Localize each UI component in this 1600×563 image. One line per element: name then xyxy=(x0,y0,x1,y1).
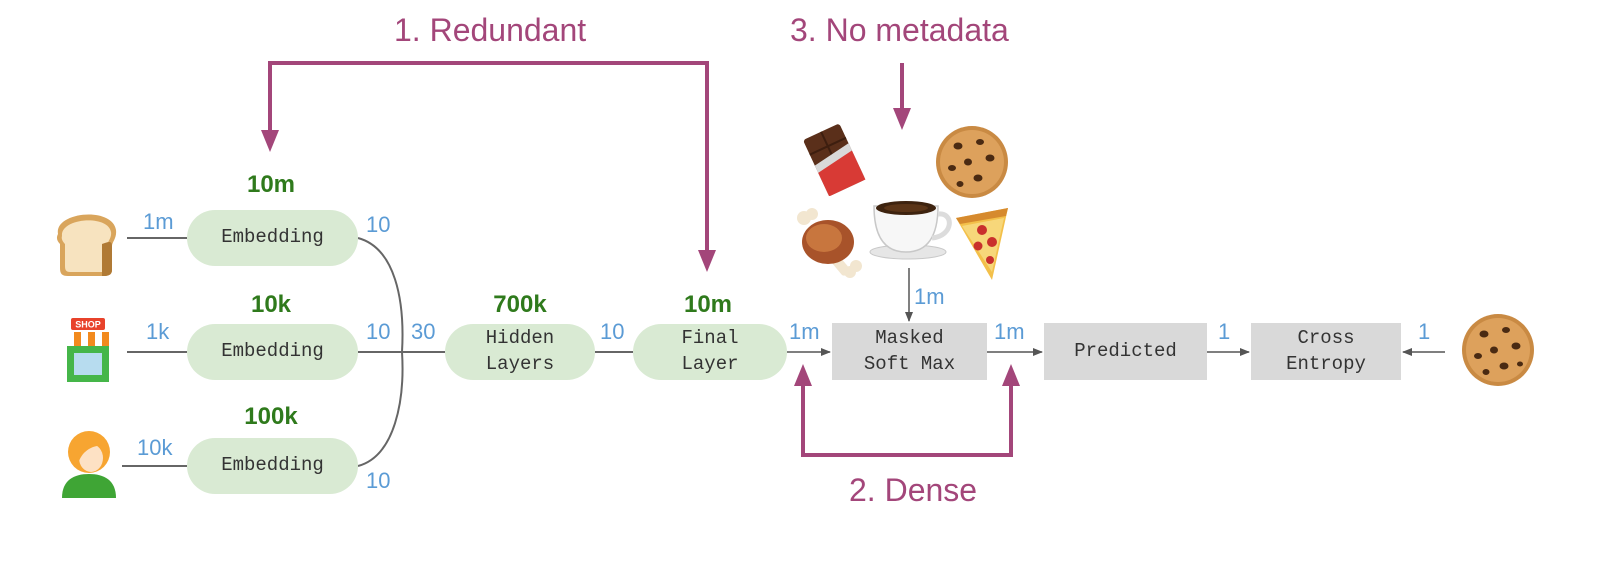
dense-arrowhead-right xyxy=(1002,364,1020,386)
hidden-output-dim-label: 10 xyxy=(600,319,625,344)
cookie-icon xyxy=(1462,314,1534,386)
candidates-dim-label: 1m xyxy=(914,284,945,309)
no-metadata-label: 3. No metadata xyxy=(790,12,1009,48)
hidden-input-dim-label: 30 xyxy=(411,319,436,344)
input-dim-label-2: 1k xyxy=(146,319,170,344)
final-param-count-label: 10m xyxy=(683,291,733,318)
final-output-dim-label: 1m xyxy=(789,319,820,344)
param-count-label-1: 10m xyxy=(246,171,296,198)
param-count-label-3: 100k xyxy=(244,403,298,430)
target-dim-label: 1 xyxy=(1418,319,1431,344)
hidden-layers-node: Hidden Layers xyxy=(445,324,595,380)
user-icon xyxy=(62,431,116,498)
output-dim-label-3: 10 xyxy=(366,468,391,493)
hidden-param-count-label: 700k xyxy=(493,291,547,318)
input-dim-label-3: 10k xyxy=(137,435,173,460)
metadata-arrowhead xyxy=(893,108,911,130)
chocolate-bar-icon xyxy=(803,124,866,196)
input-dim-label-1: 1m xyxy=(143,209,174,234)
redundant-arrowhead-right xyxy=(698,250,716,272)
predicted-output-dim-label: 1 xyxy=(1218,319,1231,344)
coffee-icon xyxy=(869,201,952,260)
redundant-arrowhead-left xyxy=(261,130,279,152)
redundant-bracket xyxy=(268,61,709,250)
embedding-node-3: Embedding xyxy=(187,438,358,494)
cookie-icon xyxy=(936,126,1008,198)
dense-arrowhead-left xyxy=(794,364,812,386)
cross-entropy-node: Cross Entropy xyxy=(1251,323,1401,380)
embedding-node-2: Embedding xyxy=(187,324,358,380)
bread-icon xyxy=(56,214,117,276)
embedding-node-1: Embedding xyxy=(187,210,358,266)
pizza-icon xyxy=(956,208,1008,280)
meat-on-bone-icon xyxy=(797,208,862,278)
masked-softmax-node: Masked Soft Max xyxy=(832,323,987,380)
merge-curve-bottom xyxy=(357,351,404,467)
softmax-output-dim-label: 1m xyxy=(994,319,1025,344)
dense-bracket xyxy=(801,384,1013,457)
predicted-node: Predicted xyxy=(1044,323,1207,380)
redundant-label: 1. Redundant xyxy=(394,12,587,48)
output-dim-label-2: 10 xyxy=(366,319,391,344)
output-dim-label-1: 10 xyxy=(366,212,391,237)
param-count-label-2: 10k xyxy=(250,291,292,318)
svg-text:SHOP: SHOP xyxy=(75,320,101,330)
final-layer-node: Final Layer xyxy=(633,324,787,380)
merge-curve-top xyxy=(357,237,404,353)
shop-icon: SHOP xyxy=(67,318,109,382)
dense-label: 2. Dense xyxy=(849,472,978,508)
